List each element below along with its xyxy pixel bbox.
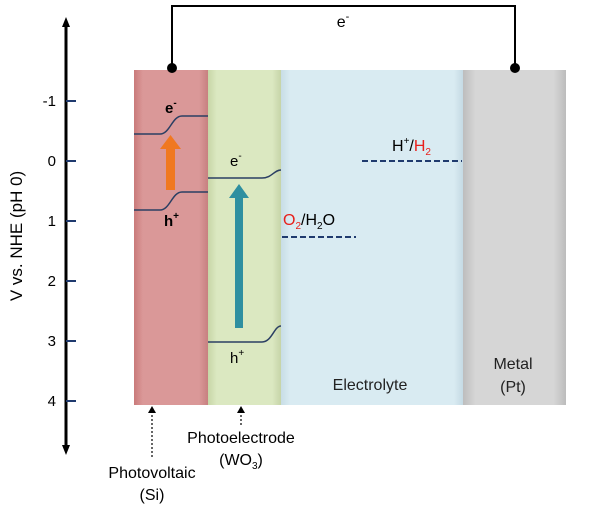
axis-tick-label: 0 xyxy=(48,153,56,170)
external-circuit: e- xyxy=(171,5,516,68)
pe-excitation-arrow xyxy=(229,184,249,328)
oxygen-level: O2/H2O xyxy=(282,212,356,238)
metal-layer xyxy=(463,70,566,405)
photovoltaic-bands: e- h+ xyxy=(134,98,208,230)
pe-conduction-band xyxy=(208,169,282,179)
pv-hole-label: h+ xyxy=(164,211,179,230)
photovoltaic-callout: Photovoltaic (Si) xyxy=(108,406,196,504)
pe-valence-band xyxy=(208,325,282,343)
pv-excitation-arrow xyxy=(160,135,181,190)
metal-contact-dot xyxy=(510,63,520,73)
photovoltaic-callout-arrowhead xyxy=(148,406,156,413)
electrolyte-layer xyxy=(281,70,463,405)
axis-title: V vs. NHE (pH 0) xyxy=(7,171,26,301)
pv-conduction-band xyxy=(134,115,208,135)
photoelectrode-bands: e- h+ xyxy=(208,151,282,367)
potential-axis: -1 0 1 2 3 4 V vs. NHE (pH 0) xyxy=(7,17,76,455)
photovoltaic-layer xyxy=(134,70,208,405)
photoelectrode-name: Photoelectrode xyxy=(187,430,295,447)
axis-ticks xyxy=(66,100,76,402)
metal-material-label: (Pt) xyxy=(500,379,526,396)
circuit-wire xyxy=(171,5,516,68)
circuit-electron-label: e- xyxy=(337,11,350,31)
photoelectrode-material: (WO3) xyxy=(219,452,263,472)
electrolyte-label: Electrolyte xyxy=(333,377,408,394)
pv-electron-label: e- xyxy=(165,98,177,117)
hydrogen-level: H+/H2 xyxy=(362,136,462,162)
pe-electron-label: e- xyxy=(230,151,242,170)
photoelectrode-callout: Photoelectrode (WO3) xyxy=(187,406,295,472)
photoelectrode-callout-arrowhead xyxy=(237,406,245,413)
pv-valence-band xyxy=(134,191,208,211)
photoelectrode-layer xyxy=(208,70,281,405)
axis-tick-label: -1 xyxy=(43,93,56,110)
axis-tick-label: 1 xyxy=(48,213,56,230)
axis-tick-label: 4 xyxy=(48,393,56,410)
axis-tick-label: 2 xyxy=(48,273,56,290)
metal-label: Metal xyxy=(493,356,532,373)
photovoltaic-name: Photovoltaic xyxy=(108,465,195,482)
photovoltaic-material: (Si) xyxy=(140,487,165,504)
axis-tick-label: 3 xyxy=(48,333,56,350)
o2-redox-label: O2/H2O xyxy=(283,212,335,232)
pe-hole-label: h+ xyxy=(230,348,244,367)
h2-redox-label: H+/H2 xyxy=(392,136,431,158)
pv-contact-dot xyxy=(167,63,177,73)
